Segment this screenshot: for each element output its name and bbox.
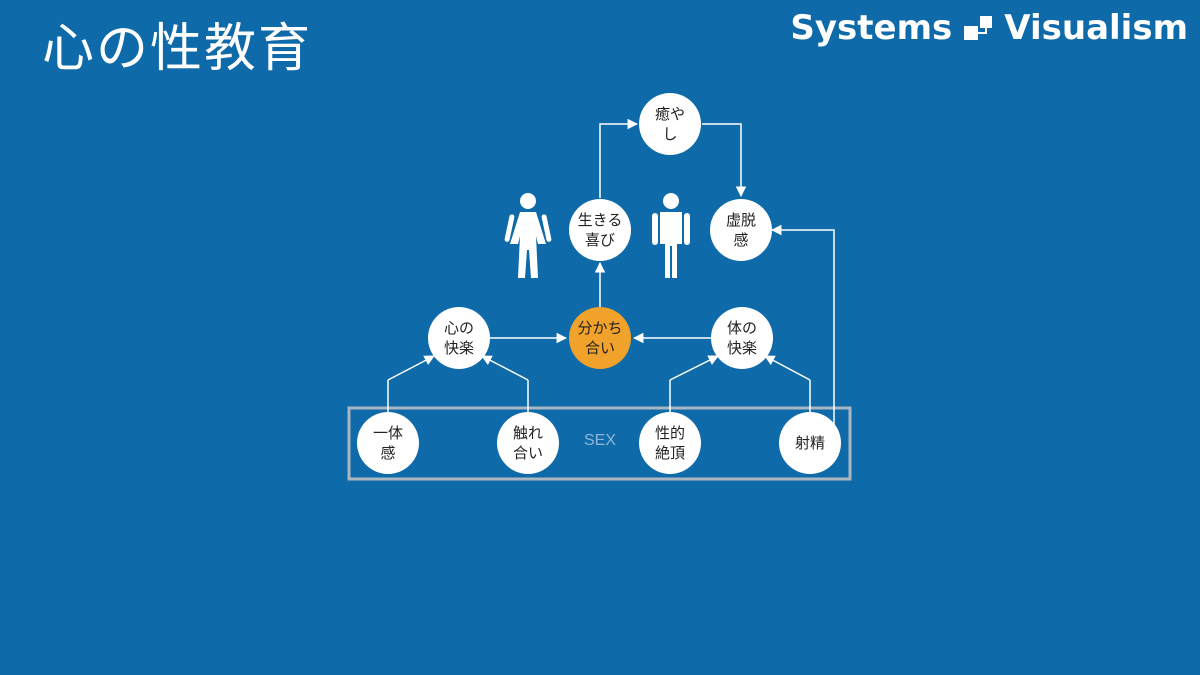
edge-shasei-to-karada	[764, 355, 811, 381]
brand-left-text: Systems	[790, 8, 953, 48]
sex-group-label: SEX	[583, 432, 616, 449]
page-title: 心の性教育	[42, 19, 313, 79]
edge-fureai-to-kokoro	[481, 355, 529, 381]
edge-ittaikan-to-kokoro	[387, 355, 435, 381]
node-karada-kairaku	[711, 307, 773, 369]
male-figure-icon	[652, 193, 690, 278]
edge-iyashi-to-kyodatsu	[702, 123, 747, 198]
female-figure-icon	[504, 193, 552, 278]
node-seiteki-zetcho	[639, 412, 701, 474]
node-shasei	[779, 412, 841, 474]
node-ikiru-yorokobi	[569, 199, 631, 261]
node-circles	[357, 93, 841, 474]
node-iyashi	[639, 93, 701, 155]
edge-ikiru-to-iyashi	[599, 118, 639, 198]
edge-zetcho-to-karada	[669, 355, 719, 381]
node-wakachiai	[569, 307, 631, 369]
brand-right-text: Visualism	[1004, 8, 1188, 48]
node-fureai	[497, 412, 559, 474]
systems-visualism-logo-icon	[964, 16, 993, 40]
node-kyodatsukan	[710, 199, 772, 261]
node-ittaikan	[357, 412, 419, 474]
edge-shasei-to-kyodatsu	[770, 224, 835, 444]
sex-group-frame	[347, 406, 852, 481]
brand: Systems Visualism	[790, 8, 1188, 48]
node-kokoro-kairaku	[428, 307, 490, 369]
